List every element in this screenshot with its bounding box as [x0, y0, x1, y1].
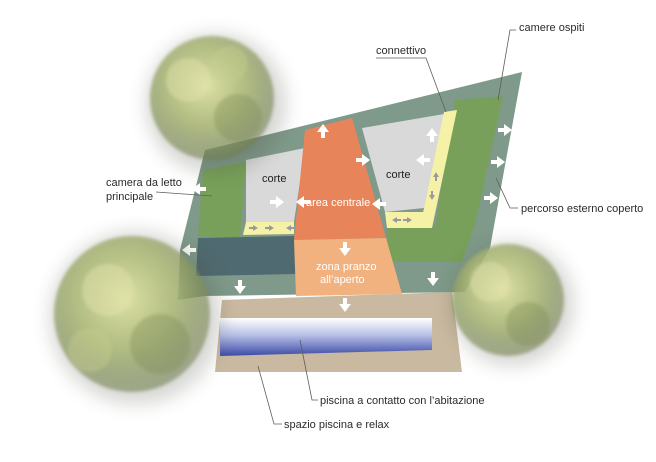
master-bedroom: [198, 162, 246, 238]
leader-spazio-piscina: [257, 365, 282, 425]
label-piscina: piscina a contatto con l’abitazione: [320, 395, 485, 407]
arrow-left-icon: [416, 154, 430, 166]
guest-rooms-lower: [387, 225, 475, 262]
arrow-right-icon: [491, 156, 505, 168]
arrow-down-icon: [234, 280, 246, 294]
connector-arrows: [249, 172, 439, 231]
central-area: [294, 118, 386, 240]
arrow-down-icon: [429, 191, 435, 200]
court-right: [362, 114, 444, 212]
arrow-left-icon: [192, 183, 206, 195]
swimming-pool: [220, 318, 432, 356]
label-area-centrale: area centrale: [306, 197, 370, 209]
label-percorso-esterno: percorso esterno coperto: [521, 203, 643, 215]
label-corte-right: corte: [386, 169, 410, 181]
arrow-up-icon: [433, 172, 439, 181]
leader-camera-principale: [155, 191, 213, 197]
open-air-dining: [294, 238, 402, 296]
arrow-left-icon: [182, 244, 196, 256]
arrow-down-icon: [339, 298, 351, 312]
label-spazio-piscina: spazio piscina e relax: [284, 419, 390, 431]
arrow-right-icon: [498, 124, 512, 136]
arrow-up-icon: [317, 124, 329, 138]
label-corte-left: corte: [262, 173, 286, 185]
arrow-left-icon: [392, 217, 401, 223]
arrow-right-icon: [270, 196, 284, 208]
arrow-right-icon: [403, 217, 412, 223]
leader-connettivo: [376, 57, 447, 113]
label-zona-pranzo: zona pranzo: [316, 261, 377, 273]
arrow-right-icon: [356, 154, 370, 166]
label-all-aperto: all’aperto: [320, 274, 365, 286]
arrow-left-icon: [286, 225, 295, 231]
trees: [50, 34, 574, 404]
arrow-up-icon: [426, 128, 438, 142]
leader-lines: [155, 29, 518, 425]
arrow-right-icon: [249, 225, 258, 231]
court-left: [246, 148, 305, 226]
tree-top-left: [146, 34, 286, 174]
leader-camere-ospiti: [497, 29, 516, 101]
arrow-right-icon: [484, 192, 498, 204]
tree-bottom-left: [50, 232, 222, 404]
arrow-left-icon: [372, 198, 386, 210]
label-principale: principale: [106, 191, 153, 203]
label-connettivo: connettivo: [376, 45, 426, 57]
leader-percorso: [495, 177, 518, 209]
label-camera-da-letto: camera da letto: [106, 177, 182, 189]
arrow-left-icon: [296, 196, 310, 208]
leader-piscina: [299, 339, 318, 401]
connector-right: [420, 110, 457, 228]
arrow-down-icon: [339, 242, 351, 256]
service-band: [196, 236, 296, 276]
tree-right: [450, 242, 574, 366]
arrow-down-icon: [427, 272, 439, 286]
label-camere-ospiti: camere ospiti: [519, 22, 584, 34]
direction-arrows: [182, 124, 512, 312]
arrow-right-icon: [265, 225, 274, 231]
